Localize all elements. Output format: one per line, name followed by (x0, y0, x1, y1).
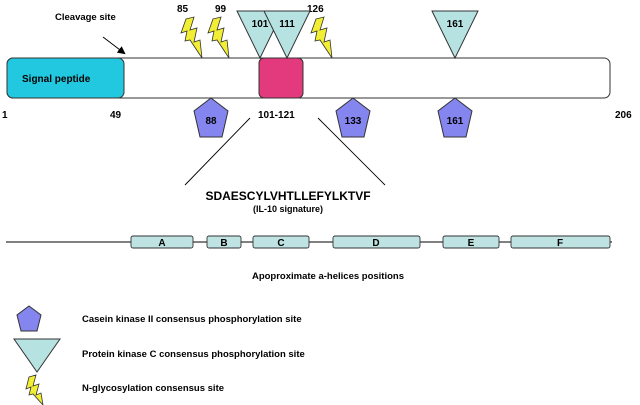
zoom-line-left (184, 117, 251, 186)
ck2-site-161: 161 (437, 97, 473, 138)
helices-caption: Apoproximate a-helices positions (252, 271, 404, 282)
glyco-site-85: 85 (177, 4, 203, 59)
helix-f: F (510, 235, 611, 249)
helix-label: F (557, 238, 563, 249)
pkc-site-111: 111 (263, 10, 311, 60)
position-end: 206 (615, 110, 632, 121)
ck2-site-88: 88 (193, 97, 229, 138)
helix-box (130, 235, 194, 249)
legend-item-glyco: N-glycosylation consensus site (25, 374, 224, 405)
helix-c: C (252, 235, 310, 249)
pkc-site-161: 161 (431, 10, 479, 60)
pentagon-icon (335, 97, 371, 138)
legend-item-ck2: Casein kinase II consensus phosphorylati… (16, 305, 302, 332)
ck2-site-133: 133 (335, 97, 371, 138)
helix-label: B (220, 238, 227, 249)
legend-pkc-label: Protein kinase C consensus phosphorylati… (82, 349, 305, 360)
pentagon-icon (437, 97, 473, 138)
helix-label: A (158, 238, 165, 249)
domain-note: (IL-10 signature) (253, 204, 323, 214)
triangle-icon (13, 338, 61, 373)
ck2-site-label: 133 (345, 116, 362, 127)
helix-d: D (332, 235, 421, 249)
helix-box (510, 235, 611, 249)
pentagon-icon (193, 97, 229, 138)
domain-range-label: 101-121 (258, 110, 295, 121)
helix-a: A (130, 235, 194, 249)
helix-label: E (468, 238, 475, 249)
helix-box (206, 235, 242, 249)
pkc-site-label: 111 (279, 19, 295, 30)
cleavage-arrow (102, 36, 126, 55)
glyco-site-126: 126 (307, 4, 333, 59)
helix-box (442, 235, 500, 249)
ck2-site-label: 161 (447, 116, 464, 127)
position-signal-end: 49 (110, 110, 122, 121)
helix-box (252, 235, 310, 249)
pkc-site-label: 101 (252, 19, 269, 30)
lightning-bolt-icon (310, 16, 333, 59)
helix-label: C (277, 238, 284, 249)
legend: Casein kinase II consensus phosphorylati… (13, 305, 305, 405)
glyco-site-label: 85 (177, 4, 189, 15)
domain-sequence: SDAESCYLVHTLLEFYLKTVF (205, 189, 370, 203)
helix-e: E (442, 235, 500, 249)
lightning-bolt-icon (207, 16, 230, 59)
il10-domain-box (258, 57, 304, 99)
glyco-site-label: 99 (215, 4, 227, 15)
legend-item-pkc: Protein kinase C consensus phosphorylati… (13, 338, 305, 373)
zoom-line-right (317, 117, 386, 186)
helix-b: B (206, 235, 242, 249)
position-start: 1 (2, 110, 8, 121)
helix-label: D (372, 238, 379, 249)
pentagon-icon (16, 305, 42, 332)
lightning-bolt-icon (180, 16, 203, 59)
triangle-icon (263, 10, 311, 60)
glyco-site-label: 126 (307, 4, 324, 15)
signal-peptide-label: Signal peptide (22, 74, 91, 85)
ck2-site-label: 88 (205, 116, 217, 127)
legend-ck2-label: Casein kinase II consensus phosphorylati… (82, 314, 302, 325)
signal-peptide-box (6, 57, 125, 99)
cleavage-site-label: Cleavage site (55, 12, 116, 23)
pkc-site-label: 161 (447, 19, 464, 30)
helix-box (332, 235, 421, 249)
triangle-icon (431, 10, 479, 60)
lightning-bolt-icon (25, 374, 44, 405)
legend-glyco-label: N-glycosylation consensus site (82, 383, 224, 394)
glyco-site-99: 99 (207, 4, 230, 59)
